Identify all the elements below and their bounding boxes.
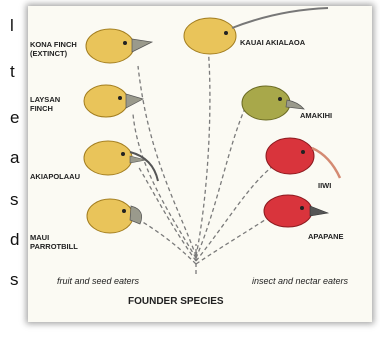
left-text-fragment: l t e a s d s <box>0 0 26 339</box>
akiapolaau-head <box>84 141 158 181</box>
branch-amakihi <box>196 106 246 258</box>
apapane-head <box>264 195 328 227</box>
side-char: s <box>10 270 24 290</box>
group-insect-nectar-eaters: insect and nectar eaters <box>252 276 372 286</box>
branch-laysan <box>133 114 196 258</box>
label-akiapolaau: AKIAPOLAAU <box>30 172 80 181</box>
kauai-akialoa-head <box>184 8 328 54</box>
branch-lines <box>133 46 273 274</box>
branch-akiapolaau <box>138 166 196 261</box>
side-char: a <box>10 148 24 168</box>
amakihi-head <box>242 86 304 120</box>
founder-species-label: FOUNDER SPECIES <box>128 296 224 307</box>
side-char: e <box>10 108 24 128</box>
side-char: d <box>10 230 24 250</box>
side-char: l <box>10 16 24 36</box>
label-maui-parrotbill: MAUI PARROTBILL <box>30 233 78 251</box>
group-fruit-seed-eaters: fruit and seed eaters <box>57 276 139 286</box>
branch-apapane <box>196 218 268 264</box>
label-laysan-finch: LAYSAN FINCH <box>30 95 60 113</box>
label-iiwi: IIWI <box>318 181 331 190</box>
maui-parrotbill-head <box>87 199 142 233</box>
laysan-finch-head <box>84 85 143 117</box>
side-char: s <box>10 190 24 210</box>
label-apapane: APAPANE <box>308 232 344 241</box>
branch-iiwi <box>196 166 273 261</box>
honeycreeper-diagram: KONA FINCH (EXTINCT) LAYSAN FINCH AKIAPO… <box>28 6 372 322</box>
label-kona-finch: KONA FINCH (EXTINCT) <box>30 40 77 58</box>
branch-parrotbill <box>136 218 196 264</box>
side-char: t <box>10 62 24 82</box>
label-kauai-akialoa: KAUAI AKIALAOA <box>240 38 305 47</box>
kona-finch-head <box>86 29 152 63</box>
label-amakihi: AMAKIHI <box>300 111 332 120</box>
iiwi-head <box>266 138 340 178</box>
diagram-drawing <box>28 6 372 322</box>
